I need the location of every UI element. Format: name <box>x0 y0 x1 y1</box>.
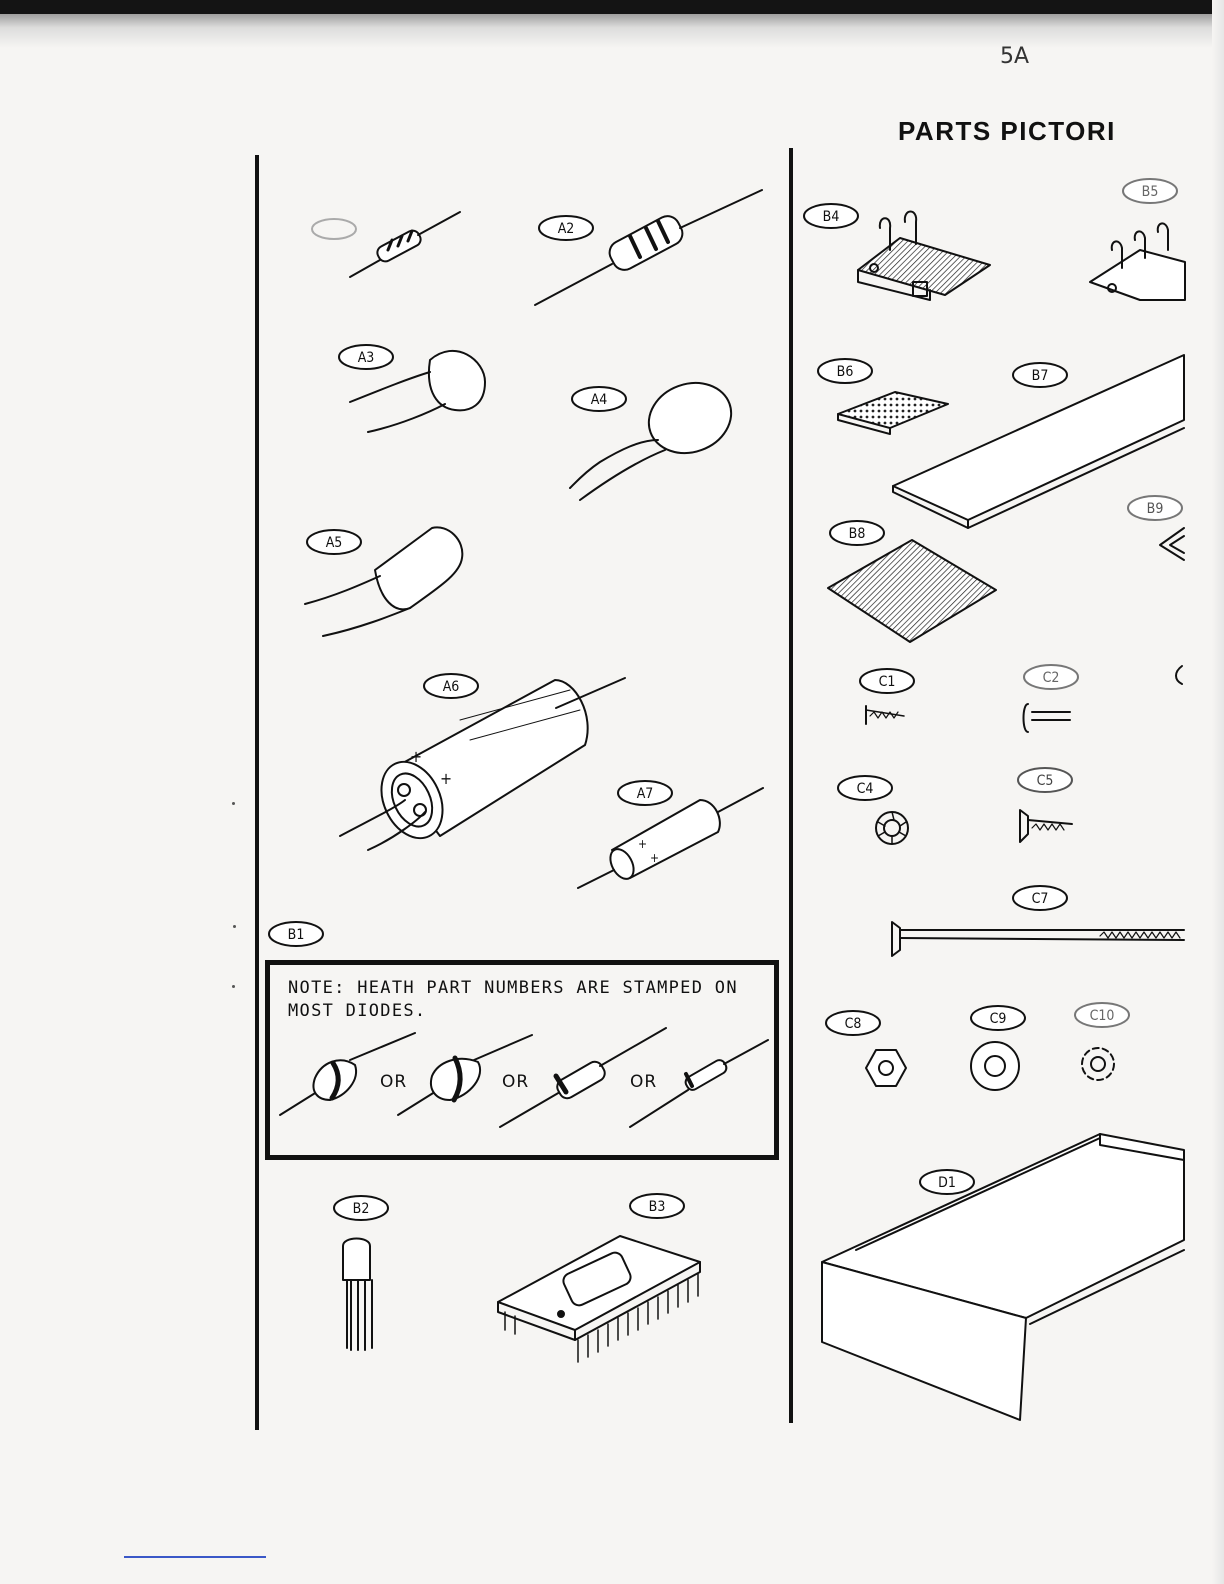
svg-text:+: + <box>410 747 422 766</box>
label-b1: B1 <box>288 927 305 943</box>
label-b5: B5 <box>1142 184 1159 200</box>
scan-speck <box>233 925 236 928</box>
label-a5: A5 <box>326 535 343 551</box>
label-c9: C9 <box>990 1011 1007 1027</box>
label-d1: D1 <box>938 1175 956 1191</box>
label-c7: C7 <box>1032 891 1049 907</box>
part-b5-switch <box>1090 223 1185 300</box>
part-c2-screw <box>1024 704 1071 732</box>
part-c10-lockwasher <box>1082 1048 1114 1080</box>
part-d1-cabinet <box>822 1134 1184 1420</box>
scan-speck <box>232 802 235 805</box>
label-a2: A2 <box>558 221 575 237</box>
part-b2-transistor <box>343 1239 372 1351</box>
scan-bottom-mark <box>124 1556 266 1558</box>
label-a3: A3 <box>358 350 375 366</box>
part-c9-washer <box>971 1042 1019 1090</box>
label-b2: B2 <box>353 1201 370 1217</box>
part-c5-screw <box>1020 810 1072 842</box>
part-b8-pad <box>828 540 996 642</box>
part-b3-ic <box>498 1236 700 1362</box>
label-c5: C5 <box>1037 773 1054 789</box>
svg-text:+: + <box>440 769 452 788</box>
label-c10: C10 <box>1090 1008 1115 1024</box>
part-b4-switch <box>858 212 990 301</box>
label-c2: C2 <box>1043 670 1060 686</box>
svg-text:+: + <box>638 837 647 851</box>
part-a6-capacitor: + + <box>340 678 625 850</box>
part-a2-resistor <box>535 190 762 305</box>
label-b4: B4 <box>823 209 840 225</box>
or-separator-3: OR <box>630 1072 657 1092</box>
label-a4: A4 <box>591 392 608 408</box>
or-separator-1: OR <box>380 1072 407 1092</box>
part-b6-board <box>838 392 948 434</box>
label-b8: B8 <box>849 526 866 542</box>
diode-note-text: NOTE: HEATH PART NUMBERS ARE STAMPED ON … <box>288 977 768 1023</box>
part-b9-clip <box>1160 528 1184 560</box>
or-separator-2: OR <box>502 1072 529 1092</box>
label-a7: A7 <box>637 786 654 802</box>
label-c4: C4 <box>857 781 874 797</box>
part-a1-resistor <box>312 212 460 277</box>
svg-text:+: + <box>650 851 659 865</box>
part-a7-capacitor: + + <box>578 788 763 888</box>
part-c1-screw <box>866 706 904 724</box>
label-b6: B6 <box>837 364 854 380</box>
label-b3: B3 <box>649 1199 666 1215</box>
label-b9: B9 <box>1147 501 1164 517</box>
part-c7-screw <box>892 922 1184 956</box>
part-c3-partial <box>1176 666 1182 684</box>
label-b7: B7 <box>1032 368 1049 384</box>
label-c8: C8 <box>845 1016 862 1032</box>
part-c4-lockwasher <box>876 812 908 844</box>
diode-note-box: NOTE: HEATH PART NUMBERS ARE STAMPED ON … <box>265 960 779 1160</box>
part-c8-nut <box>866 1050 906 1086</box>
scan-speck <box>232 985 235 988</box>
label-a6: A6 <box>443 679 460 695</box>
label-c1: C1 <box>879 674 896 690</box>
